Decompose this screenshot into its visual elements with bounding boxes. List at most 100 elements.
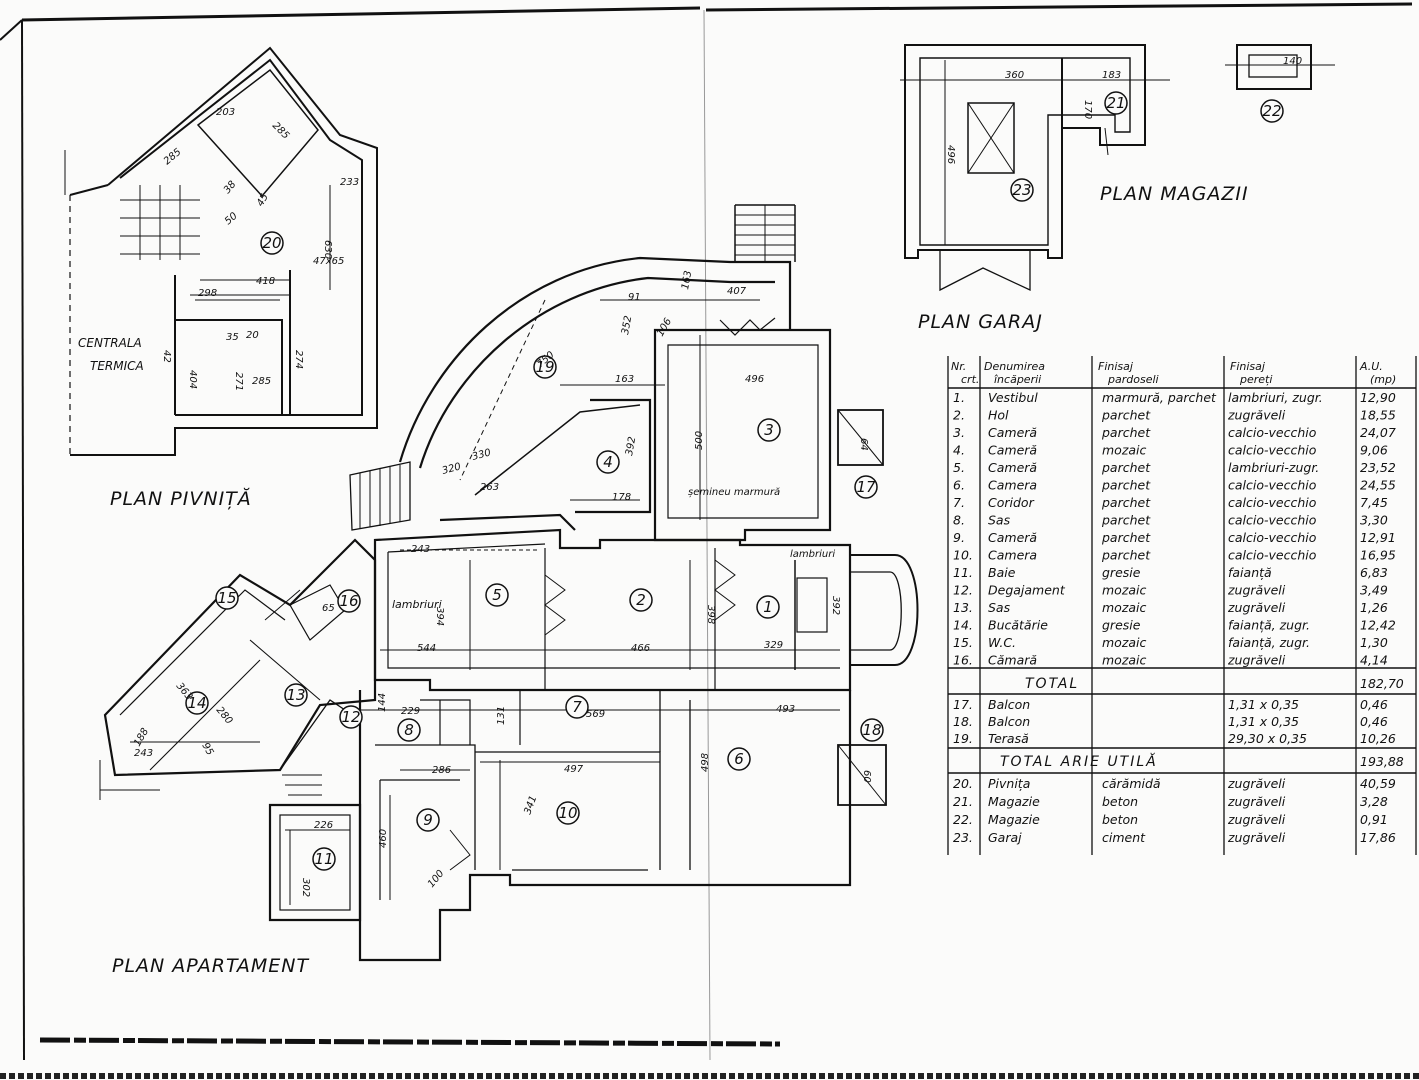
dim-apartament-8: 392 xyxy=(624,436,638,457)
room-number-1: 1 xyxy=(763,598,773,616)
table-row-7-pereti: calcio-vecchio xyxy=(1228,513,1317,528)
table-row-14-den: W.C. xyxy=(988,635,1016,650)
dim-apartament-2: 407 xyxy=(727,286,747,297)
table-row-9-pereti: calcio-vecchio xyxy=(1228,548,1317,563)
dim-apartament-13: 178 xyxy=(612,492,631,503)
dim-apartament-27: 497 xyxy=(564,764,584,775)
plan-apartament-title: PLAN APARTAMENT xyxy=(112,955,309,977)
table-row-13-au: 12,42 xyxy=(1360,618,1396,633)
table-row-4-pereti: lambriuri-zugr. xyxy=(1228,460,1319,475)
table-row-15-pard: mozaic xyxy=(1102,653,1147,668)
dim-apartament-29: 498 xyxy=(700,753,711,772)
table-row-4-pard: parchet xyxy=(1101,460,1151,475)
dim-apartament-15: 394 xyxy=(434,607,445,626)
table-row-6-nr: 7. xyxy=(953,495,965,510)
table-row-12-pereti: zugrăveli xyxy=(1227,600,1286,615)
room-number-23: 23 xyxy=(1012,181,1031,199)
dim-apartament-19: 329 xyxy=(764,640,783,651)
table-row-7-nr: 8. xyxy=(953,513,965,528)
table-total2-label: TOTAL ARIE UTILĂ xyxy=(1000,753,1158,770)
plan-apartament xyxy=(99,204,919,962)
table-row-1-au: 18,55 xyxy=(1360,408,1396,423)
room-circle-9 xyxy=(416,808,440,832)
table-row-6-den: Coridor xyxy=(988,495,1035,510)
room-number-22: 22 xyxy=(1262,102,1281,120)
dim-apartament-31: 226 xyxy=(314,820,333,831)
table-row-13-den: Bucătărie xyxy=(988,618,1048,633)
dim-pivnita-11: 35 xyxy=(226,332,239,343)
table-row-4-nr: 5. xyxy=(953,460,965,475)
room-markers xyxy=(185,91,1284,871)
room-number-6: 6 xyxy=(734,750,744,768)
dim-apartament-4: 352 xyxy=(620,315,634,336)
room-circle-3 xyxy=(757,418,781,442)
table-row-1-pard: parchet xyxy=(1101,408,1151,423)
dim-pivnita-12: 20 xyxy=(246,330,259,341)
table-row-3-pard: mozaic xyxy=(1102,443,1147,458)
dim-pivnita-6: 298 xyxy=(198,288,217,299)
table-row-2-den: Cameră xyxy=(988,425,1037,440)
dim-apartament-6: 496 xyxy=(745,374,764,385)
table-row-8-pard: parchet xyxy=(1101,530,1151,545)
dim-magazii-0: 360 xyxy=(1005,70,1024,81)
dim-pivnita-13: 42 xyxy=(161,350,172,363)
room-circle-11 xyxy=(312,847,336,871)
table-row-8-den: Cameră xyxy=(988,530,1037,545)
table-row2-1-au: 0,46 xyxy=(1360,714,1388,729)
dim-pivnita-4: 630 xyxy=(322,240,333,259)
dim-pivnita-8: 274 xyxy=(293,350,304,369)
dim-apartament-32: 302 xyxy=(300,878,311,897)
table-row3-3-au: 17,86 xyxy=(1360,830,1396,845)
room-number-8: 8 xyxy=(404,721,414,739)
dimension-lines xyxy=(130,185,840,905)
table-row-4-den: Cameră xyxy=(988,460,1037,475)
lambriuri-label-room1: lambriuri xyxy=(790,549,835,560)
table-row-8-au: 12,91 xyxy=(1360,530,1396,545)
table-row2-2-den: Terasă xyxy=(988,731,1029,746)
table-row-10-den: Baie xyxy=(988,565,1016,580)
table-row-0-den: Vestibul xyxy=(988,390,1038,405)
dim-magazii-3: 170 xyxy=(1082,100,1093,119)
room-number-10: 10 xyxy=(558,804,577,822)
plan-magazii-title: PLAN MAGAZII xyxy=(1100,183,1249,205)
table-row-6-au: 7,45 xyxy=(1360,495,1388,510)
dim-apartament-18: 398 xyxy=(705,605,716,624)
dim-pivnita-14: 50 xyxy=(223,211,240,228)
table-row-5-au: 24,55 xyxy=(1360,478,1396,493)
room-number-7: 7 xyxy=(572,698,582,716)
room-circle-13 xyxy=(284,683,308,707)
dim-apartament-35: 280 xyxy=(214,705,235,727)
dim-apartament-16: 544 xyxy=(417,643,436,654)
room-number-9: 9 xyxy=(423,811,433,829)
table-row-6-pereti: calcio-vecchio xyxy=(1228,495,1317,510)
room-circle-15 xyxy=(215,586,239,610)
table-row-15-au: 4,14 xyxy=(1360,653,1388,668)
table-row-8-nr: 9. xyxy=(953,530,965,545)
room-number-11: 11 xyxy=(314,850,333,868)
room-number-13: 13 xyxy=(286,686,305,704)
table-row-10-au: 6,83 xyxy=(1360,565,1388,580)
lambriuri-label-room5: lambriuri xyxy=(392,598,442,611)
dim-apartament-41: 65 xyxy=(322,603,335,614)
table-row-13-nr: 14. xyxy=(953,618,973,633)
dim-apartament-11: 330 xyxy=(471,447,492,463)
table-row3-0-den: Pivnița xyxy=(988,776,1030,791)
table-row-0-au: 12,90 xyxy=(1360,390,1396,405)
dim-apartament-24: 144 xyxy=(377,693,388,712)
dim-apartament-21: 569 xyxy=(586,709,605,720)
table-row-14-nr: 15. xyxy=(953,635,973,650)
room-number-16: 16 xyxy=(339,592,358,610)
table-row-3-pereti: calcio-vecchio xyxy=(1228,443,1317,458)
dim-apartament-25: 229 xyxy=(401,706,420,717)
table-row2-0-den: Balcon xyxy=(988,697,1030,712)
room-circle-5 xyxy=(485,583,509,607)
dim-apartament-30: 460 xyxy=(378,829,389,848)
dim-pivnita-9: 285 xyxy=(252,376,271,387)
table-row-0-nr: 1. xyxy=(953,390,965,405)
table-row3-2-nr: 22. xyxy=(953,812,973,827)
table-row3-3-pereti: zugrăveli xyxy=(1227,830,1286,845)
dim-apartament-37: 188 xyxy=(132,726,151,748)
